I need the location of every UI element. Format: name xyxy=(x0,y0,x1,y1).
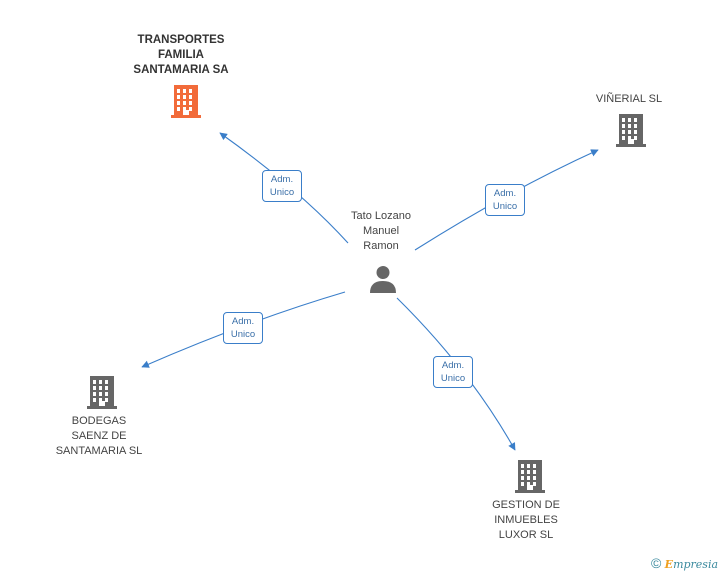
relation-label-line: Unico xyxy=(230,329,256,340)
person-name[interactable]: Tato Lozano Manuel Ramon xyxy=(351,209,411,254)
relation-label-line: Adm. xyxy=(441,360,465,371)
company-label-line: GESTION DE xyxy=(492,499,560,511)
relation-label-gestion[interactable]: Adm. Unico xyxy=(433,356,473,388)
empresia-logo: © Empresia xyxy=(651,555,718,571)
person-name-line: Tato Lozano xyxy=(351,210,411,222)
company-label-transportes[interactable]: TRANSPORTES FAMILIA SANTAMARIA SA xyxy=(133,33,228,78)
company-label-line: INMUEBLES xyxy=(494,514,558,526)
company-label-bodegas[interactable]: BODEGAS SAENZ DE SANTAMARIA SL xyxy=(56,414,143,459)
brand-initial: E xyxy=(664,558,674,571)
company-label-line: SAENZ DE xyxy=(71,430,127,442)
company-label-vinerial[interactable]: VIÑERIAL SL xyxy=(596,92,662,107)
relation-label-line: Unico xyxy=(269,187,295,198)
relation-label-line: Unico xyxy=(440,373,466,384)
relation-label-bodegas[interactable]: Adm. Unico xyxy=(223,312,263,344)
brand-wordmark: Empresia xyxy=(665,558,718,571)
person-name-line: Ramon xyxy=(363,240,399,252)
relation-label-line: Adm. xyxy=(231,316,255,327)
building-icon[interactable] xyxy=(170,84,202,123)
person-icon[interactable] xyxy=(369,264,397,294)
company-label-line: VIÑERIAL SL xyxy=(595,93,663,105)
copyright-symbol: © xyxy=(651,555,662,571)
building-icon[interactable] xyxy=(514,459,546,498)
relation-label-vinerial[interactable]: Adm. Unico xyxy=(485,184,525,216)
company-label-gestion[interactable]: GESTION DE INMUEBLES LUXOR SL xyxy=(492,498,560,543)
relation-label-line: Adm. xyxy=(493,188,517,199)
relation-label-line: Unico xyxy=(492,201,518,212)
building-icon[interactable] xyxy=(86,375,118,414)
company-label-line: TRANSPORTES xyxy=(137,34,225,46)
relation-label-line: Adm. xyxy=(270,174,294,185)
company-label-line: LUXOR SL xyxy=(498,529,554,541)
company-label-line: SANTAMARIA SL xyxy=(55,445,143,457)
company-label-line: SANTAMARIA SA xyxy=(133,64,229,76)
building-icon[interactable] xyxy=(615,113,647,152)
relation-label-transportes[interactable]: Adm. Unico xyxy=(262,170,302,202)
person-name-line: Manuel xyxy=(362,225,400,237)
company-label-line: BODEGAS xyxy=(71,415,127,427)
brand-rest: mpresia xyxy=(673,558,719,571)
company-label-line: FAMILIA xyxy=(157,49,204,61)
